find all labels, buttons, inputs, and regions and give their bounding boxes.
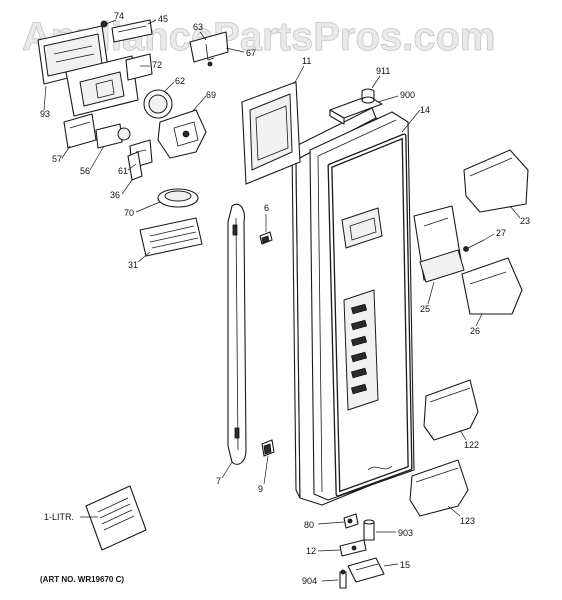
gear-ring-62 — [143, 89, 173, 119]
bracket-63-67 — [189, 31, 229, 67]
door-handle — [227, 203, 247, 465]
hinge-bushing — [361, 88, 375, 104]
callout-31: 31 — [128, 260, 138, 270]
part-72 — [125, 53, 153, 81]
bracket-36 — [127, 151, 143, 181]
callout-23: 23 — [520, 216, 530, 226]
callout-25: 25 — [420, 304, 430, 314]
art-number: (ART NO. WR19670 C) — [40, 575, 124, 584]
callout-27: 27 — [496, 228, 506, 238]
callout-7: 7 — [216, 476, 221, 486]
callout-123: 123 — [460, 516, 475, 526]
callout-74: 74 — [114, 11, 124, 21]
handle-screw-bottom — [261, 439, 275, 457]
callout-80: 80 — [304, 520, 314, 530]
cover-57 — [63, 113, 97, 149]
screw-74 — [100, 20, 108, 28]
callout-122: 122 — [464, 440, 479, 450]
dispenser-button-column — [343, 289, 379, 411]
callout-93: 93 — [40, 109, 50, 119]
auger-motor-69 — [157, 109, 207, 159]
callout-11: 11 — [302, 56, 311, 66]
hinge-12 — [339, 539, 367, 557]
callout-26: 26 — [470, 326, 480, 336]
bushing-80 — [343, 513, 359, 529]
bin-cover-23 — [463, 149, 529, 213]
callout-45: 45 — [158, 14, 168, 24]
callout-69: 69 — [206, 90, 216, 100]
callout-903: 903 — [398, 528, 413, 538]
callout-36: 36 — [110, 190, 120, 200]
manual-label: 1-LITR. — [44, 512, 74, 522]
bin-25 — [413, 205, 465, 283]
callout-72: 72 — [152, 60, 162, 70]
callout-911: 911 — [376, 66, 390, 76]
wire-harness — [367, 465, 393, 471]
grille-31 — [139, 217, 203, 257]
dispenser-recess — [341, 207, 383, 249]
bin-122 — [423, 379, 479, 441]
callout-6: 6 — [264, 203, 269, 213]
solenoid-56 — [95, 123, 131, 149]
callout-61: 61 — [118, 166, 128, 176]
callout-904: 904 — [302, 576, 317, 586]
callout-14: 14 — [420, 105, 430, 115]
callout-57: 57 — [52, 154, 62, 164]
screw-27 — [463, 239, 485, 252]
callout-12: 12 — [306, 546, 316, 556]
dispenser-frame — [241, 81, 301, 185]
handle-screw-top — [259, 231, 273, 245]
owners-manual — [85, 485, 147, 551]
callout-56: 56 — [80, 166, 90, 176]
bin-123 — [409, 459, 469, 517]
door-gasket — [327, 133, 413, 497]
bin-26 — [461, 257, 523, 315]
bracket-45 — [111, 19, 153, 43]
callout-70: 70 — [124, 208, 134, 218]
callout-67: 67 — [246, 48, 256, 58]
callout-15: 15 — [400, 560, 410, 570]
callout-62: 62 — [175, 76, 185, 86]
ring-70 — [157, 188, 199, 208]
pin-904 — [339, 569, 347, 589]
pin-903 — [363, 519, 375, 541]
callout-9: 9 — [258, 484, 263, 494]
ice-chute-assembly — [65, 55, 139, 117]
callout-63: 63 — [193, 22, 203, 32]
hinge-block-15 — [347, 557, 385, 583]
callout-900: 900 — [400, 90, 415, 100]
